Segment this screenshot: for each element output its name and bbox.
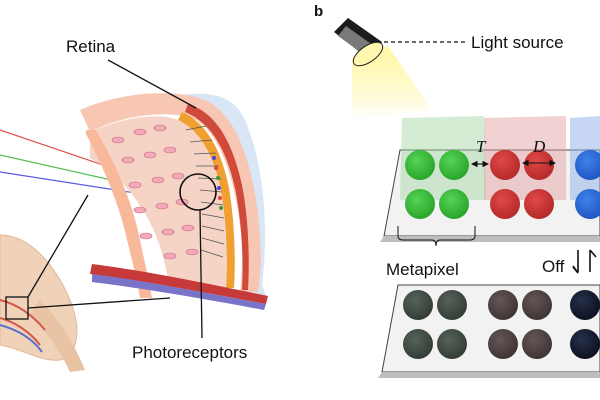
photoreceptor-rods [185, 125, 225, 258]
red-subpixel-dot-off [488, 329, 518, 359]
green-subpixel-dot [439, 189, 469, 219]
light-source-label: Light source [471, 33, 564, 52]
red-subpixel-dot-off [522, 290, 552, 320]
photoreceptors-label: Photoreceptors [132, 343, 247, 362]
retina-vessel-band [90, 264, 268, 304]
green-subpixel-dot [439, 150, 469, 180]
retina-leader-line [107, 59, 197, 109]
green-subpixel-dot-off [403, 290, 433, 320]
blue-subpixel-dot [575, 150, 600, 180]
zoom-line-bottom [27, 297, 171, 309]
red-subpixel-dot-off [522, 329, 552, 359]
green-subpixel-dot-off [437, 329, 467, 359]
metapixel-brace [397, 226, 476, 247]
green-subpixel-dot-off [403, 329, 433, 359]
panel-b-label: b [314, 3, 323, 20]
red-subpixel-dot [490, 189, 520, 219]
ganglion-cells [111, 124, 199, 260]
photoreceptor-highlight-circle [179, 173, 217, 211]
optic-nerve [30, 300, 85, 372]
retina-vessel-band-blue [92, 274, 266, 310]
light-source-lamp-icon [334, 18, 432, 120]
red-subpixel-dot-off [488, 290, 518, 320]
green-subpixel-dot [405, 150, 435, 180]
off-label: Off [542, 257, 565, 276]
green-subpixel-dot-off [437, 290, 467, 320]
retina-outer-halo [180, 93, 268, 300]
red-subpixel-dot [490, 150, 520, 180]
green-subpixel-dot [405, 189, 435, 219]
gap-symbol-label: T [476, 137, 487, 156]
diameter-symbol-label: D [532, 137, 546, 156]
retina-front-strip [86, 130, 152, 298]
eye-vessels [0, 299, 46, 346]
eye-illustration: Retina Photoreceptors [0, 37, 268, 372]
metapixel-plate-on [380, 116, 600, 242]
blue-subpixel-dot-off [570, 290, 600, 320]
toggle-arrows-icon [572, 249, 597, 274]
on-dots [405, 150, 600, 219]
retina-label: Retina [66, 37, 116, 56]
off-dots [403, 290, 600, 359]
blue-subpixel-dot [575, 189, 600, 219]
retina-orange-layer [178, 112, 235, 288]
light-beam [352, 46, 432, 120]
red-subpixel-dot [524, 189, 554, 219]
zoom-line-top [27, 194, 89, 298]
eye-vessels-blue [0, 324, 43, 353]
photoreceptors-leader-line [199, 209, 203, 339]
blue-subpixel-dot-off [570, 329, 600, 359]
photoreceptor-dots [212, 156, 223, 210]
metapixel-label: Metapixel [386, 260, 459, 279]
